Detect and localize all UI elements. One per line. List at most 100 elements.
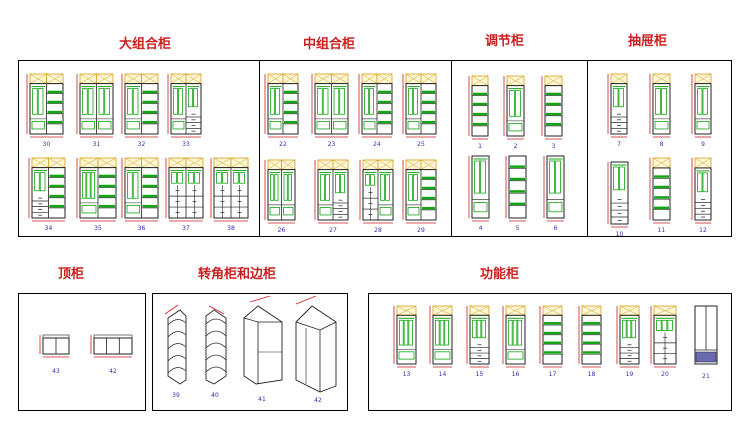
cabinet-number-label: 30 <box>43 141 51 148</box>
title-adjust-cabinet: 调节柜 <box>485 34 525 49</box>
cabinet-13: 13 <box>393 305 417 378</box>
cabinet-11: 11 <box>649 157 671 234</box>
cabinet-number-label: 10 <box>616 231 624 238</box>
corner-cabinet-41: 41 <box>243 295 283 403</box>
cabinet-number-label: 39 <box>172 392 180 399</box>
top-cabinet-42: 42 <box>90 334 133 375</box>
cabinet-number-label: 21 <box>702 373 710 380</box>
cabinet-number-label: 43 <box>52 368 60 375</box>
cabinet-number-label: 11 <box>658 227 666 234</box>
cabinet-number-label: 42 <box>314 397 322 404</box>
cabinet-29: 29 <box>402 159 437 234</box>
cabinet-number-label: 26 <box>278 227 286 234</box>
cabinet-number-label: 31 <box>93 141 101 148</box>
cabinet-1: 1 <box>468 75 489 150</box>
cabinet-9: 9 <box>691 73 712 148</box>
cabinet-number-label: 23 <box>328 141 336 148</box>
panel-upper-cabinets <box>18 60 732 237</box>
cabinet-number-label: 19 <box>626 371 634 378</box>
title-mid-combo-cabinet: 中组合柜 <box>303 37 356 52</box>
corner-cabinet-40: 40 <box>205 305 227 399</box>
cabinet-number-label: 41 <box>258 396 266 403</box>
cabinet-number-label: 18 <box>588 371 596 378</box>
cabinet-17: 17 <box>539 305 563 378</box>
cabinet-number-label: 34 <box>45 225 53 232</box>
cabinet-3: 3 <box>541 75 563 150</box>
cabinet-number-label: 16 <box>512 371 520 378</box>
cabinet-number-label: 4 <box>479 225 483 232</box>
cabinet-20: 20 <box>650 305 677 378</box>
cabinet-number-label: 12 <box>699 227 707 234</box>
divider-mid-adjust <box>451 60 452 236</box>
cabinet-number-label: 6 <box>554 225 558 232</box>
cabinet-number-label: 7 <box>617 141 621 148</box>
cabinet-8: 8 <box>649 73 671 148</box>
cabinet-33: 33 <box>167 73 202 148</box>
title-large-combo-cabinet: 大组合柜 <box>119 37 172 52</box>
title-corner-side-cabinet: 转角柜和边柜 <box>198 267 277 282</box>
cabinet-28: 28 <box>359 159 394 234</box>
title-drawer-cabinet: 抽屉柜 <box>628 34 668 49</box>
cabinet-number-label: 28 <box>374 227 382 234</box>
cabinet-number-label: 29 <box>417 227 425 234</box>
cabinet-number-label: 24 <box>373 141 381 148</box>
cabinet-number-label: 42 <box>109 368 117 375</box>
cabinet-2: 2 <box>503 75 525 150</box>
cabinet-number-label: 35 <box>94 225 102 232</box>
cabinet-number-label: 25 <box>417 141 425 148</box>
cabinet-37: 37 <box>165 157 204 232</box>
top-cabinet-43: 43 <box>39 334 70 375</box>
cabinet-number-label: 22 <box>279 141 287 148</box>
cabinet-18: 18 <box>578 305 602 378</box>
cabinet-15: 15 <box>466 305 490 378</box>
cabinet-35: 35 <box>76 157 117 232</box>
cabinet-21: 21 <box>694 305 718 380</box>
cabinet-number-label: 2 <box>514 143 518 150</box>
side-cabinet-42: 42 <box>295 295 337 404</box>
cabinet-number-label: 8 <box>660 141 664 148</box>
cabinet-22: 22 <box>264 73 299 148</box>
cabinet-number-label: 32 <box>138 141 146 148</box>
corner-cabinet-39: 39 <box>164 304 187 399</box>
title-top-cabinet: 顶柜 <box>58 267 85 282</box>
cabinet-number-label: 38 <box>227 225 235 232</box>
cabinet-23: 23 <box>311 73 349 148</box>
cabinet-25: 25 <box>402 73 437 148</box>
cabinet-34: 34 <box>28 157 66 232</box>
cabinet-36: 36 <box>121 157 159 232</box>
cabinet-number-label: 36 <box>138 225 146 232</box>
cabinet-number-label: 15 <box>476 371 484 378</box>
cabinet-4: 4 <box>468 155 490 232</box>
cabinet-number-label: 14 <box>439 371 447 378</box>
cabinet-26: 26 <box>264 159 296 234</box>
cabinet-24: 24 <box>358 73 393 148</box>
cabinet-number-label: 13 <box>403 371 411 378</box>
cabinet-5: 5 <box>505 155 527 232</box>
cabinet-number-label: 33 <box>182 141 190 148</box>
cabinet-6: 6 <box>543 155 565 232</box>
cabinet-number-label: 1 <box>478 143 482 150</box>
divider-large-mid <box>259 60 260 236</box>
cabinet-38: 38 <box>210 157 249 232</box>
cabinet-10: 10 <box>607 161 629 238</box>
cabinet-number-label: 9 <box>701 141 705 148</box>
cabinet-30: 30 <box>26 73 64 148</box>
cabinet-number-label: 17 <box>549 371 557 378</box>
panel-top-cabinets <box>18 293 146 411</box>
cabinet-27: 27 <box>314 159 349 234</box>
cabinet-31: 31 <box>76 73 114 148</box>
cabinet-number-label: 40 <box>211 392 219 399</box>
cabinet-number-label: 3 <box>552 143 556 150</box>
cabinet-number-label: 37 <box>182 225 190 232</box>
cabinet-number-label: 27 <box>329 227 337 234</box>
cabinet-32: 32 <box>121 73 159 148</box>
title-function-cabinet: 功能柜 <box>480 267 520 282</box>
cabinet-19: 19 <box>616 305 640 378</box>
cabinet-14: 14 <box>429 305 453 378</box>
cabinet-number-label: 5 <box>516 225 520 232</box>
cabinet-12: 12 <box>691 157 712 234</box>
cabinet-16: 16 <box>502 305 526 378</box>
cabinet-7: 7 <box>607 73 628 148</box>
cabinet-number-label: 20 <box>661 371 669 378</box>
